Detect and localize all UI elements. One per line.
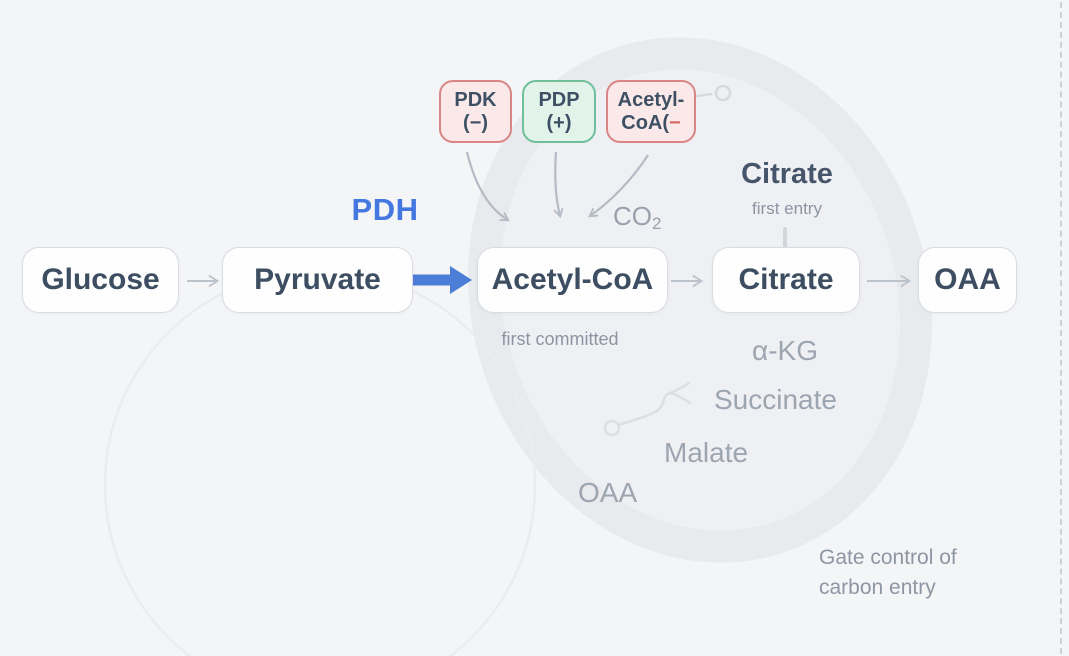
pdh-enzyme-label: PDH bbox=[351, 192, 419, 227]
node-glucose: Glucose bbox=[22, 247, 179, 313]
faded-label-succinate: Succinate bbox=[714, 384, 837, 415]
node-citrate-label: Citrate bbox=[738, 263, 834, 296]
first-committed-note: first committed bbox=[501, 329, 619, 349]
badge-acetyl-coa-minus: − bbox=[669, 111, 681, 134]
node-pyruvate-label: Pyruvate bbox=[254, 263, 381, 296]
faded-node-connector-bottom bbox=[603, 381, 692, 437]
node-oaa-label: OAA bbox=[934, 263, 1001, 296]
co2-label: CO2 bbox=[613, 201, 662, 233]
caption-line1: Gate control of bbox=[819, 546, 957, 569]
badge-pdk-sign: (−) bbox=[463, 111, 488, 134]
caption-line2: carbon entry bbox=[819, 576, 936, 599]
co2-subscript: 2 bbox=[652, 214, 662, 233]
faded-label-malate: Malate bbox=[664, 437, 749, 468]
badge-acetyl-coa-prefix: CoA( bbox=[621, 111, 670, 134]
faded-label-oaa: OAA bbox=[578, 477, 638, 508]
citrate-callout-subtitle: first entry bbox=[752, 199, 822, 218]
badge-pdp-sign: (+) bbox=[546, 111, 572, 134]
pdp-arrow-icon bbox=[553, 151, 564, 219]
badge-acetyl-coa-inhibitor: Acetyl- CoA(− bbox=[606, 80, 696, 143]
diagram-caption: Gate control of carbon entry bbox=[819, 543, 957, 603]
node-pyruvate: Pyruvate bbox=[222, 247, 413, 313]
badge-acetyl-coa-line1: Acetyl- bbox=[617, 88, 685, 111]
node-acetyl-coa-label: Acetyl-CoA bbox=[491, 263, 654, 296]
badge-pdk-inhibitor: PDK (−) bbox=[439, 80, 512, 143]
pdh-reaction-arrow-icon bbox=[413, 266, 472, 294]
badge-pdk-name: PDK bbox=[454, 88, 497, 111]
citrate-callout: Citrate first entry bbox=[692, 158, 882, 219]
badge-pdp-name: PDP bbox=[538, 88, 580, 111]
acetyl-coa-feedback-arrow-icon bbox=[588, 154, 649, 218]
node-oaa: OAA bbox=[918, 247, 1017, 313]
faded-label-akg: α-KG bbox=[752, 335, 818, 366]
badge-pdp-activator: PDP (+) bbox=[522, 80, 596, 143]
page-edge-dashed-line bbox=[1060, 2, 1062, 654]
pdk-arrow-icon bbox=[465, 151, 510, 222]
co2-base: CO bbox=[613, 201, 652, 231]
node-glucose-label: Glucose bbox=[41, 263, 160, 296]
node-acetyl-coa: Acetyl-CoA bbox=[477, 247, 668, 313]
node-citrate: Citrate bbox=[712, 247, 860, 313]
badge-acetyl-coa-line2: CoA(− bbox=[621, 112, 680, 135]
citrate-callout-title: Citrate bbox=[741, 158, 833, 190]
